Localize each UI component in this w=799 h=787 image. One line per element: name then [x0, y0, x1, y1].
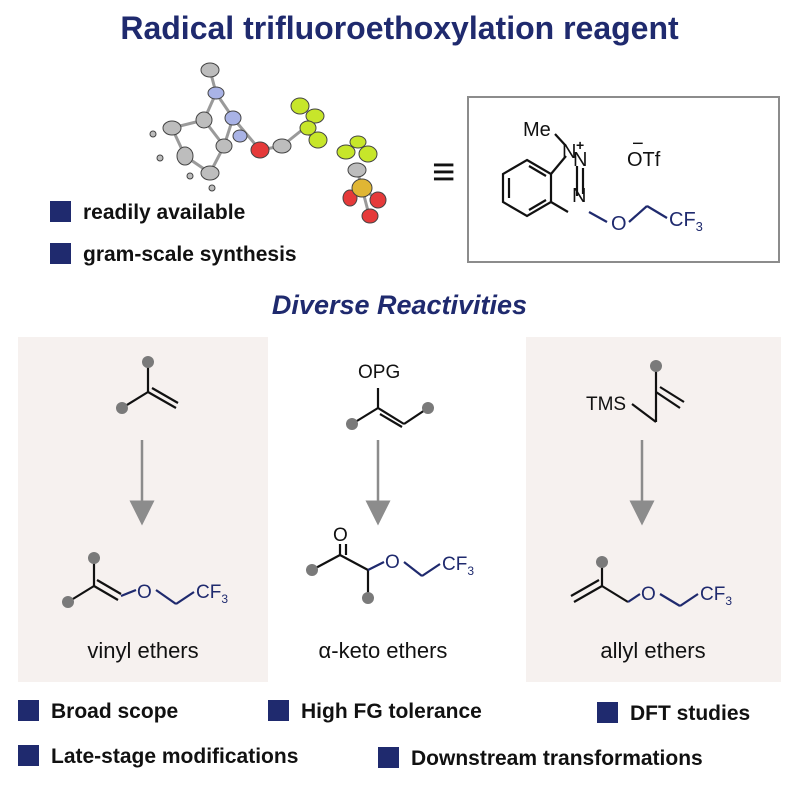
oxygen-label: O — [385, 552, 400, 573]
tms-label: TMS — [586, 394, 626, 415]
feature-broad-scope: Broad scope — [18, 700, 178, 724]
graphic-title: Radical trifluoroethoxylation reagent — [120, 10, 679, 46]
counterion-label: OTf — [627, 149, 661, 171]
cf3-label: CF3 — [700, 584, 732, 608]
feature-readily-available: readily available — [50, 201, 245, 225]
feature-gram-scale: gram-scale synthesis — [50, 243, 297, 267]
cf3-label: CF3 — [442, 554, 474, 578]
crystal-structure — [149, 62, 387, 224]
feature-label: High FG tolerance — [301, 700, 482, 723]
feature-label: DFT studies — [630, 702, 751, 725]
feature-label: Late-stage modifications — [51, 745, 299, 768]
feature-dft-studies: DFT studies — [597, 702, 750, 726]
oxygen-label: O — [137, 582, 152, 603]
bullet-square — [268, 700, 289, 721]
feature-label: readily available — [83, 201, 246, 224]
feature-downstream: Downstream transformations — [378, 747, 703, 771]
caption-allyl-ethers: allyl ethers — [600, 638, 706, 663]
reagent-structure-box: Me N + N N O CF3 − OTf — [467, 96, 780, 263]
counterion-charge: − — [632, 133, 644, 155]
methyl-label: Me — [523, 119, 551, 141]
bullet-square — [378, 747, 399, 768]
keto-oxygen-label: O — [333, 525, 348, 546]
feature-high-fg-tolerance: High FG tolerance — [268, 700, 482, 724]
nitrogen-label: N — [573, 149, 587, 171]
cf3-label: CF3 — [669, 209, 703, 234]
bullet-square — [50, 243, 71, 264]
oxygen-label: O — [611, 213, 627, 235]
feature-label: Downstream transformations — [411, 747, 703, 770]
opg-label: OPG — [358, 362, 400, 383]
caption-keto-ethers: α-keto ethers — [318, 638, 448, 663]
feature-late-stage: Late-stage modifications — [18, 745, 298, 769]
caption-vinyl-ethers: vinyl ethers — [87, 638, 199, 663]
nitrogen-label: N — [562, 141, 576, 163]
reagent-structure: Me N + N N O CF3 − OTf — [501, 119, 703, 235]
feature-label: Broad scope — [51, 700, 179, 723]
bullet-square — [18, 700, 39, 721]
cf3-label: CF3 — [196, 582, 228, 606]
bullet-square — [18, 745, 39, 766]
section-subtitle: Diverse Reactivities — [271, 290, 528, 320]
reaction-schemes: OPG TMS O CF3 O O CF3 O CF3 — [62, 356, 732, 608]
nitrogen-label: N — [572, 185, 586, 207]
bullet-square — [597, 702, 618, 723]
oxygen-label: O — [641, 584, 656, 605]
bullet-square — [50, 201, 71, 222]
positive-charge: + — [576, 137, 584, 153]
feature-label: gram-scale synthesis — [83, 243, 297, 266]
equivalence-symbol: ≡ — [432, 150, 456, 194]
